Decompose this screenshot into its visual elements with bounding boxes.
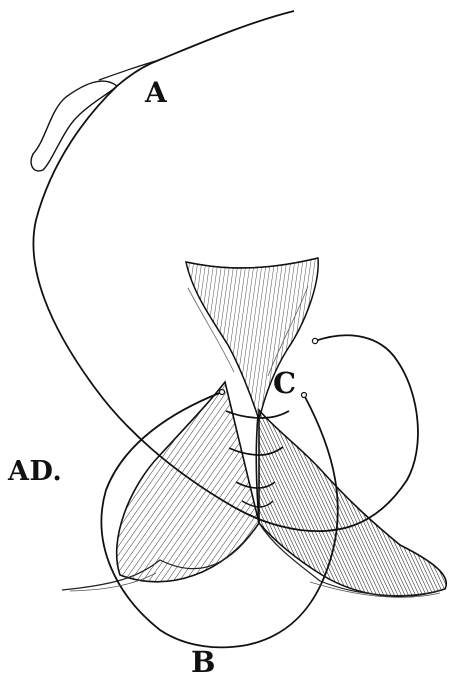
- label-ad: AD.: [7, 456, 62, 487]
- label-b: B: [191, 645, 216, 679]
- label-c: C: [273, 366, 297, 400]
- label-a: A: [144, 76, 168, 109]
- lower-tissue-lobes: [62, 382, 446, 596]
- upper-tissue-wedge: [186, 258, 318, 420]
